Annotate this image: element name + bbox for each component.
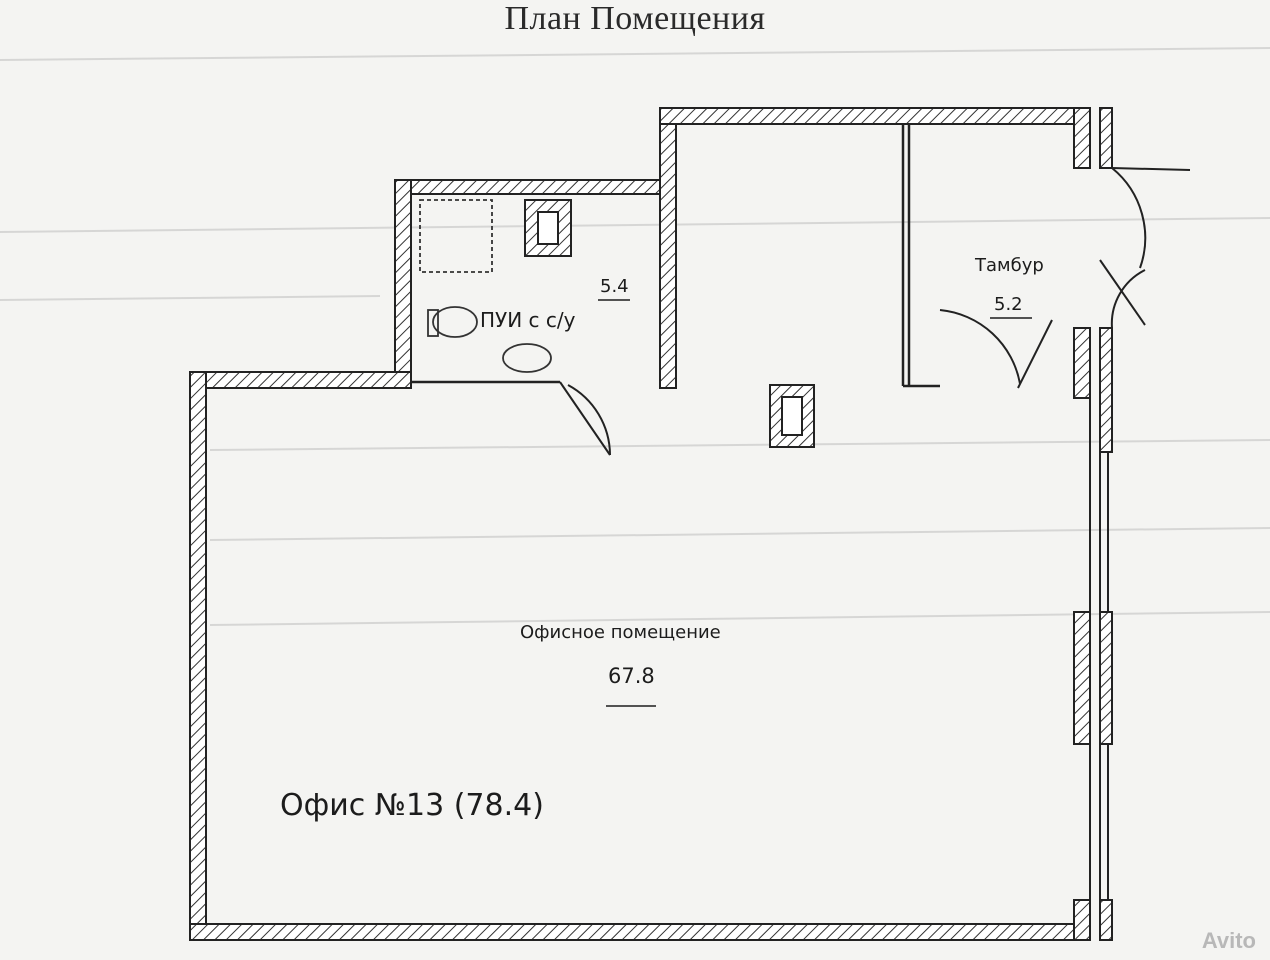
toilet-bowl [432,306,478,338]
wc-name: ПУИ с с/у [480,308,576,332]
wall-wc-left [394,179,412,389]
wall-office-top [189,371,412,389]
wall-bottom [189,923,1091,941]
scan-residue [0,47,1270,626]
wc-area: 5.4 [600,276,629,297]
windows [1089,107,1113,941]
vestibule-name: Тамбур [975,255,1044,276]
wall-right-low [1073,899,1091,941]
walls [189,107,1091,941]
wall-office-left [189,371,207,941]
wall-right-pier [1073,611,1091,745]
doors [559,167,1191,456]
office-area: 67.8 [608,664,655,688]
unit-label: Офис №13 (78.4) [280,788,544,823]
office-name: Офисное помещение [520,622,721,643]
wall-wc-top [394,179,661,195]
wall-top [659,107,1087,125]
sink [502,343,552,373]
partitions [411,124,940,388]
wall-right-mid [1073,327,1091,399]
wall-mid-left [659,107,677,389]
shower-tray [419,199,493,273]
plan-title: План Помещения [504,0,766,37]
wc-fixtures [419,199,552,373]
wall-right-top [1073,107,1091,169]
avito-watermark: Avito [1201,928,1256,953]
vestibule-area: 5.2 [994,294,1023,315]
